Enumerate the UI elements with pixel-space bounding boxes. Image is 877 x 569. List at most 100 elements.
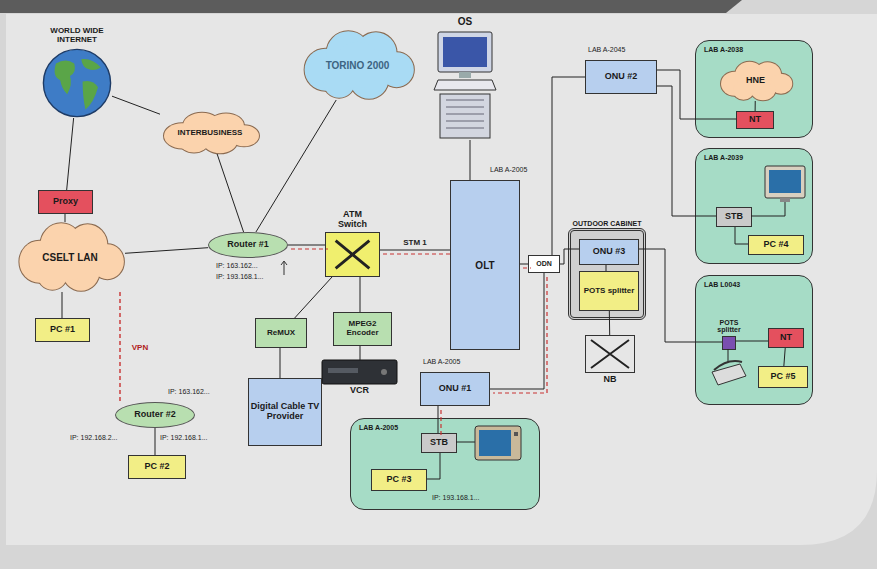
node-label: LAB A-2039 [704, 154, 743, 162]
node-label: INTERBUSINESS [178, 129, 243, 138]
node-heading: OS [445, 16, 485, 27]
network-link [735, 227, 748, 244]
network-link [784, 348, 785, 366]
ip-address-label: IP: 192.168.1... [160, 434, 207, 441]
ip-address-label: IP: 163.162... [168, 388, 210, 395]
olt-box: OLT [450, 180, 520, 350]
node-label: PC #1 [50, 325, 75, 335]
room-label: LAB A-2005 [490, 166, 527, 173]
room-label: LAB A-2045 [588, 46, 625, 53]
network-link [639, 249, 722, 342]
stb-box: STB [421, 433, 457, 453]
outdoor-cabinet: OUTDOOR CABINETONU #3POTS splitter [568, 228, 646, 320]
network-link [427, 453, 440, 479]
room-label: LAB A-2005 [423, 358, 460, 365]
proxy-box: Proxy [38, 190, 93, 214]
network-link [606, 265, 607, 271]
lab-room: LAB A-2039STB PC #4 [695, 148, 813, 264]
node-label: MPEG2 Encoder [334, 320, 391, 338]
network-link [736, 341, 768, 342]
stb-box: STB [716, 207, 752, 227]
network-link [112, 96, 160, 114]
panel [6, 14, 877, 545]
node-label: Router #2 [134, 410, 176, 420]
node-heading: OUTDOOR CABINET [572, 220, 642, 228]
network-link [755, 101, 756, 111]
network-link [520, 264, 528, 265]
onu-box: ONU #2 [585, 60, 657, 94]
node-label: PC #5 [770, 372, 795, 382]
signal-path-overlay [383, 253, 453, 254]
link-label: VPN [130, 343, 150, 352]
node-label: STB [725, 212, 743, 222]
vcr-outline [322, 360, 397, 384]
network-link [360, 277, 361, 312]
node-label: Proxy [53, 197, 78, 207]
network-cloud: INTERBUSINESS [160, 112, 260, 154]
node-heading: VCR [340, 386, 380, 396]
network-link [560, 249, 579, 264]
lab-room: LAB L0043POTS splitter NT PC #5 [695, 275, 813, 405]
network-cloud: TORINO 2000 [300, 30, 415, 100]
network-link [360, 346, 361, 360]
pc-box: PC #5 [758, 366, 808, 388]
encoder-box: MPEG2 Encoder [333, 312, 392, 346]
network-link [155, 428, 156, 455]
node-label: PC #3 [386, 475, 411, 485]
telephone-icon [712, 349, 746, 385]
vpn-link [119, 292, 120, 402]
node-label: LAB A-2005 [359, 424, 398, 432]
ip-address-label: IP: 193.168.1... [432, 494, 479, 501]
ip-arrow [281, 261, 287, 275]
node-label: LAB A-2038 [704, 46, 743, 54]
monitor-icon [751, 166, 805, 216]
node-label: ONU #1 [439, 384, 472, 394]
network-link [295, 277, 332, 318]
splitter-square: POTS splitter [722, 336, 736, 350]
exchange-symbol-outline [585, 335, 635, 373]
network-link [217, 154, 243, 232]
node-label: Digital Cable TV Provider [249, 402, 321, 422]
network-link [552, 77, 585, 255]
node-heading: ATM Switch [333, 210, 373, 230]
provider-box: Digital Cable TV Provider [248, 378, 322, 446]
atm-switch: ATM Switch [325, 232, 380, 277]
pc-box: PC #3 [371, 469, 427, 491]
node-label: NT [749, 115, 761, 125]
nt-box: NT [736, 111, 774, 129]
switch-symbol [326, 233, 379, 276]
network-link [67, 118, 74, 190]
node-label: LAB L0043 [704, 281, 740, 289]
network-link [470, 140, 471, 180]
network-link [657, 70, 736, 119]
network-link [490, 273, 544, 389]
pc-box: PC #4 [748, 235, 804, 255]
node-label: Router #1 [227, 240, 269, 250]
ip-address-label: IP: 193.168.1... [216, 273, 263, 280]
remux-box: ReMUX [255, 318, 307, 348]
network-link [609, 311, 610, 335]
node-label: ONU #2 [605, 72, 638, 82]
node-label: NT [780, 333, 792, 343]
exchange-symbol: NB [585, 335, 635, 373]
internet-globe: WORLD WIDE INTERNET [42, 48, 112, 118]
signal-path-overlay [291, 248, 328, 249]
signal-path-overlay [523, 267, 531, 268]
node-label: OLT [475, 260, 494, 271]
network-link [280, 348, 281, 378]
link-label: STM 1 [401, 238, 429, 247]
network-link [256, 100, 336, 232]
network-link [288, 245, 325, 246]
lan-cloud: CSELT LAN [15, 222, 125, 292]
node-label: CSELT LAN [42, 252, 97, 263]
ip-address-label: IP: 192.168.2... [70, 434, 117, 441]
network-link [438, 406, 439, 433]
pc-box: PC #2 [128, 455, 186, 479]
node-label: ONU #3 [593, 247, 626, 257]
computer-icon: OS [430, 30, 500, 140]
ip-address-label: IP: 163.162... [216, 262, 258, 269]
node-label: ODN [536, 260, 552, 268]
network-link [65, 214, 66, 222]
